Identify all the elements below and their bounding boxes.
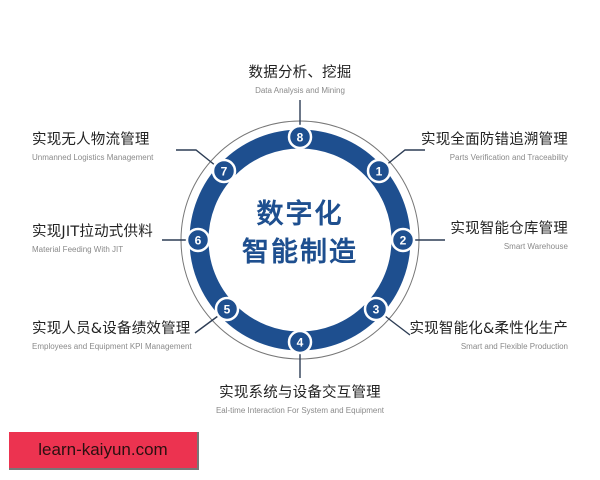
label-en: Unmanned Logistics Management [32, 153, 154, 162]
svg-text:2: 2 [400, 234, 407, 248]
label-node-3: 实现智能化&柔性化生产 Smart and Flexible Productio… [409, 320, 568, 353]
label-en: Employees and Equipment KPI Management [32, 342, 192, 351]
svg-text:3: 3 [373, 303, 380, 317]
label-en: Eal-time Interaction For System and Equi… [215, 406, 385, 415]
node-6: 6 [185, 227, 211, 253]
node-badges: 8 1 2 3 4 5 6 7 [185, 124, 416, 355]
label-node-5: 实现人员&设备绩效管理 Employees and Equipment KPI … [32, 320, 192, 353]
label-cn: 实现智能化&柔性化生产 [409, 321, 568, 337]
label-en: Data Analysis and Mining [255, 86, 345, 95]
connectors [162, 100, 445, 378]
svg-text:7: 7 [221, 165, 228, 179]
node-5: 5 [214, 296, 240, 322]
connector-3 [384, 315, 411, 336]
node-8: 8 [287, 124, 313, 150]
svg-text:8: 8 [297, 131, 304, 145]
node-2: 2 [390, 227, 416, 253]
label-en: Material Feeding With JIT [32, 245, 124, 254]
label-node-1: 实现全面防错追溯管理 Parts Verification and Tracea… [421, 131, 568, 164]
label-node-6: 实现JIT拉动式供料 Material Feeding With JIT [32, 223, 153, 256]
node-1: 1 [366, 158, 392, 184]
label-en: Parts Verification and Traceability [449, 153, 568, 162]
label-node-2: 实现智能仓库管理 Smart Warehouse [450, 220, 568, 253]
center-title: 数字化 智能制造 [220, 196, 380, 272]
svg-text:5: 5 [224, 303, 231, 317]
label-node-4: 实现系统与设备交互管理 Eal-time Interaction For Sys… [170, 384, 430, 417]
node-7: 7 [211, 158, 237, 184]
label-cn: 实现人员&设备绩效管理 [32, 321, 191, 337]
center-title-line2: 智能制造 [242, 237, 358, 268]
label-cn: 实现全面防错追溯管理 [421, 132, 568, 148]
svg-text:6: 6 [195, 234, 202, 248]
label-node-7: 实现无人物流管理 Unmanned Logistics Management [32, 131, 153, 164]
watermark-text: learn-kaiyun.com [38, 440, 168, 459]
connector-1 [384, 149, 425, 167]
svg-text:1: 1 [376, 165, 383, 179]
label-en: Smart Warehouse [503, 242, 568, 251]
label-cn: 实现无人物流管理 [32, 132, 150, 148]
watermark-badge: learn-kaiyun.com [9, 432, 199, 470]
label-cn: 实现JIT拉动式供料 [32, 224, 153, 240]
node-3: 3 [363, 296, 389, 322]
label-cn: 数据分析、挖掘 [248, 65, 352, 81]
center-title-line1: 数字化 [256, 199, 344, 230]
label-en: Smart and Flexible Production [460, 342, 568, 351]
svg-text:4: 4 [297, 336, 304, 350]
connector-7 [176, 149, 217, 167]
label-cn: 实现智能仓库管理 [450, 221, 568, 237]
label-node-8: 数据分析、挖掘 Data Analysis and Mining [200, 64, 400, 97]
connector-5 [194, 315, 219, 334]
label-cn: 实现系统与设备交互管理 [219, 385, 381, 401]
node-4: 4 [287, 329, 313, 355]
